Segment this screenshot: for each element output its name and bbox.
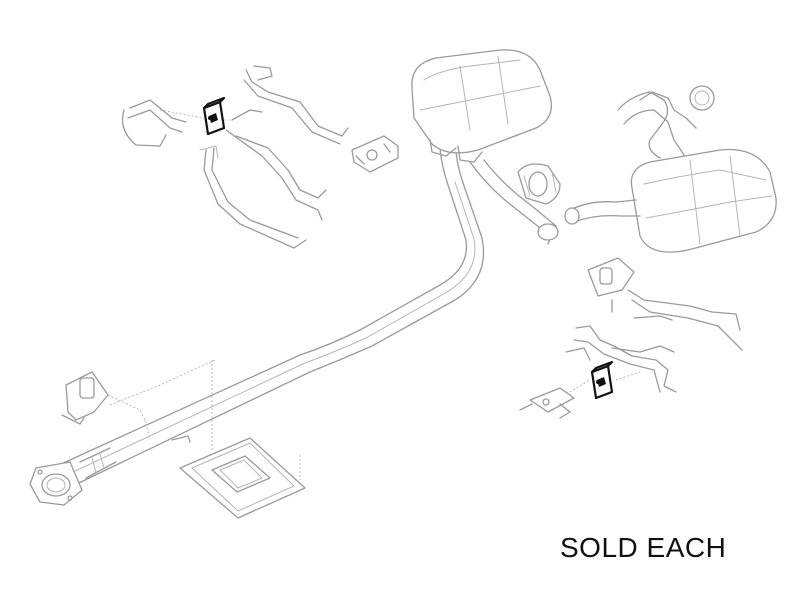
left-hanger-rods xyxy=(121,65,349,249)
rubber-mount-isolator-left xyxy=(202,96,226,136)
leader-lines xyxy=(109,359,216,441)
rear-muffler xyxy=(564,148,777,253)
flex-section xyxy=(79,447,117,479)
rubber-mount-isolator-right xyxy=(590,360,614,400)
rear-tail-pipes xyxy=(617,85,715,159)
intermediate-pipe xyxy=(469,159,559,245)
front-flange xyxy=(29,461,83,506)
right-hanger-rods xyxy=(555,289,743,401)
rear-hanger-plate xyxy=(519,387,575,419)
center-mount-bracket xyxy=(351,135,399,173)
pipe-clamp xyxy=(517,163,561,205)
front-hanger-bracket xyxy=(61,371,146,425)
sold-each-caption: SOLD EACH xyxy=(560,532,727,563)
center-muffler xyxy=(411,49,553,163)
rear-mount-bracket xyxy=(587,257,635,313)
front-exhaust-pipe xyxy=(47,144,485,493)
heat-shield xyxy=(171,360,306,519)
